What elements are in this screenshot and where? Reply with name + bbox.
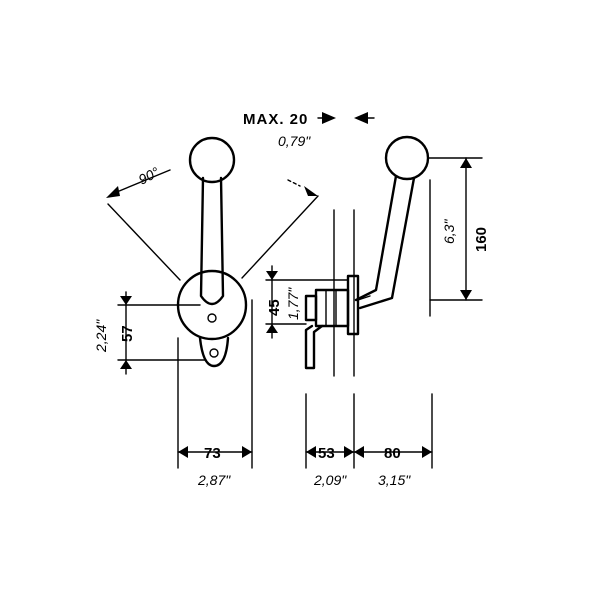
dim80-arrow-left bbox=[354, 446, 364, 458]
dim160-mm: 160 bbox=[473, 227, 490, 252]
dim73-inch: 2,87" bbox=[197, 472, 231, 488]
front-knob bbox=[188, 136, 236, 184]
side-stub bbox=[304, 294, 318, 322]
dim160-arrow-bottom bbox=[460, 290, 472, 300]
dim45-mm: 45 bbox=[266, 299, 283, 316]
dim73-mm: 73 bbox=[204, 445, 221, 462]
dim57-arrow-bottom bbox=[120, 360, 132, 369]
max-arrow-left bbox=[354, 112, 368, 124]
side-lever bbox=[354, 174, 416, 310]
swing-line-left bbox=[107, 203, 181, 281]
dim57-inch: 2,24" bbox=[93, 319, 109, 353]
angle-dash-right bbox=[287, 179, 301, 187]
max-inch: 0,79" bbox=[278, 133, 311, 149]
dim45-inch: 1,77" bbox=[285, 287, 301, 320]
dim73-arrow-left bbox=[178, 446, 188, 458]
dim80-arrow-right bbox=[422, 446, 432, 458]
angle-label: 90° bbox=[136, 163, 163, 187]
dim160-inch: 6,3" bbox=[441, 219, 457, 244]
side-body bbox=[314, 288, 350, 328]
side-view: MAX. 20 0,79" 45 1,77" bbox=[243, 111, 490, 488]
dim45-arrow-top bbox=[266, 271, 278, 280]
front-pivot-hole bbox=[207, 313, 217, 323]
dim57-mm: 57 bbox=[119, 325, 136, 342]
side-lower-tab bbox=[304, 324, 324, 370]
front-lever-shaft bbox=[199, 176, 225, 306]
front-tab-hole bbox=[209, 348, 219, 358]
swing-line-right bbox=[241, 195, 319, 279]
dim80-mm: 80 bbox=[384, 445, 401, 462]
dim80-inch: 3,15" bbox=[378, 472, 411, 488]
max-label: MAX. 20 bbox=[243, 111, 308, 128]
dim160-arrow-top bbox=[460, 158, 472, 168]
dim53-arrow-left bbox=[306, 446, 316, 458]
angle-arrow-line bbox=[111, 169, 171, 195]
front-bottom-tab bbox=[198, 336, 230, 368]
side-flange bbox=[346, 274, 360, 336]
dim53-inch: 2,09" bbox=[313, 472, 347, 488]
side-knob bbox=[384, 135, 430, 181]
max-arrow-right bbox=[322, 112, 336, 124]
dim73-arrow-right bbox=[242, 446, 252, 458]
angle-arrow-head-right bbox=[304, 186, 318, 196]
side-lever-joint bbox=[357, 295, 371, 301]
dim45-arrow-bottom bbox=[266, 324, 278, 333]
angle-arrow-head-left bbox=[106, 186, 120, 198]
dim53-arrow-right bbox=[344, 446, 354, 458]
dim53-mm: 53 bbox=[318, 445, 335, 462]
dim57-arrow-top bbox=[120, 296, 132, 305]
